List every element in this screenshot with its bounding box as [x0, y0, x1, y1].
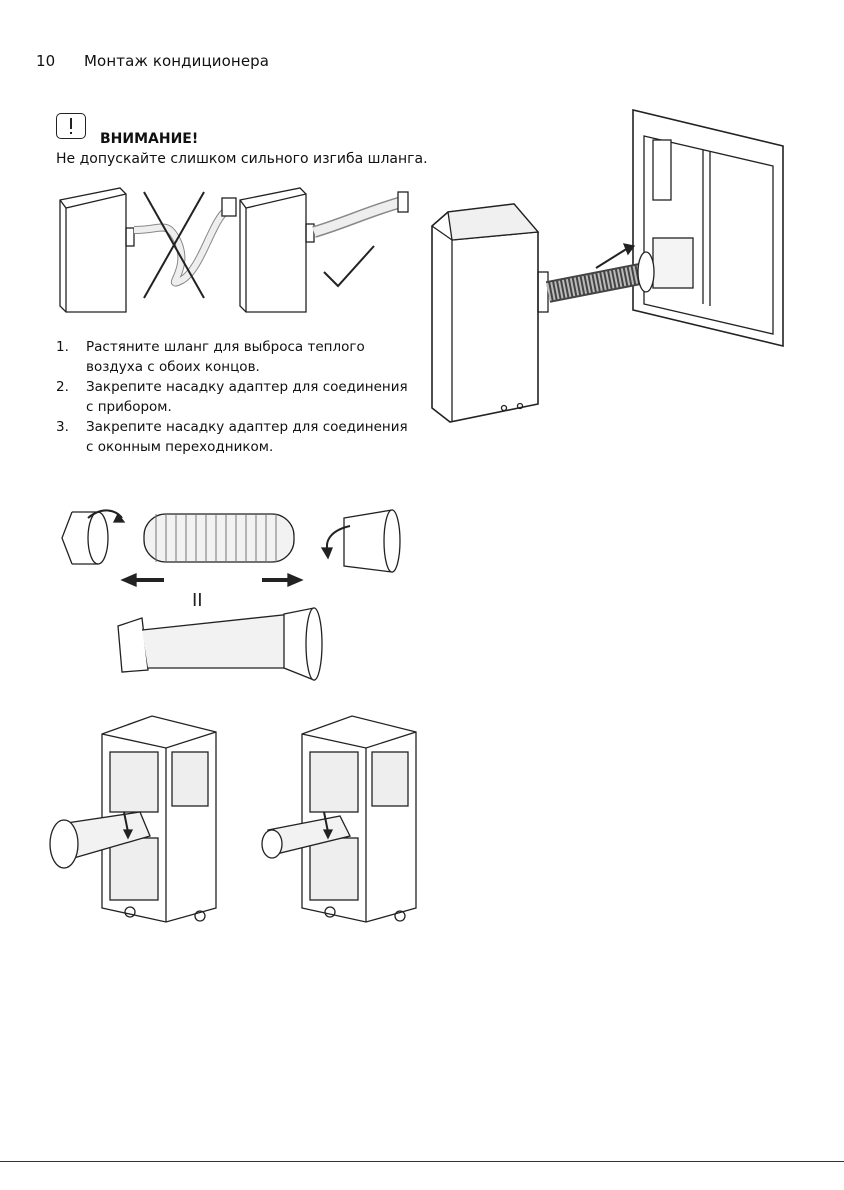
window-installation-illustration: [428, 108, 798, 428]
page-number: 10: [36, 52, 84, 70]
exclamation-box-icon: [56, 113, 86, 139]
step-item: 2.Закрепите насадку адаптер для соединен…: [56, 377, 416, 417]
warning-text: Не допускайте слишком сильного изгиба шл…: [56, 151, 428, 167]
step-item: 3.Закрепите насадку адаптер для соединен…: [56, 417, 416, 457]
hose-bend-illustration: [52, 180, 412, 320]
adapter-attachment-illustration: [40, 712, 420, 932]
footer-divider: [0, 1161, 844, 1162]
section-title: Монтаж кондиционера: [84, 52, 269, 70]
equals-mark: II: [192, 590, 203, 611]
warning-title: ВНИМАНИЕ!: [100, 131, 198, 147]
check-mark-icon: [324, 246, 374, 286]
hose-stretch-illustration: II: [52, 500, 412, 690]
